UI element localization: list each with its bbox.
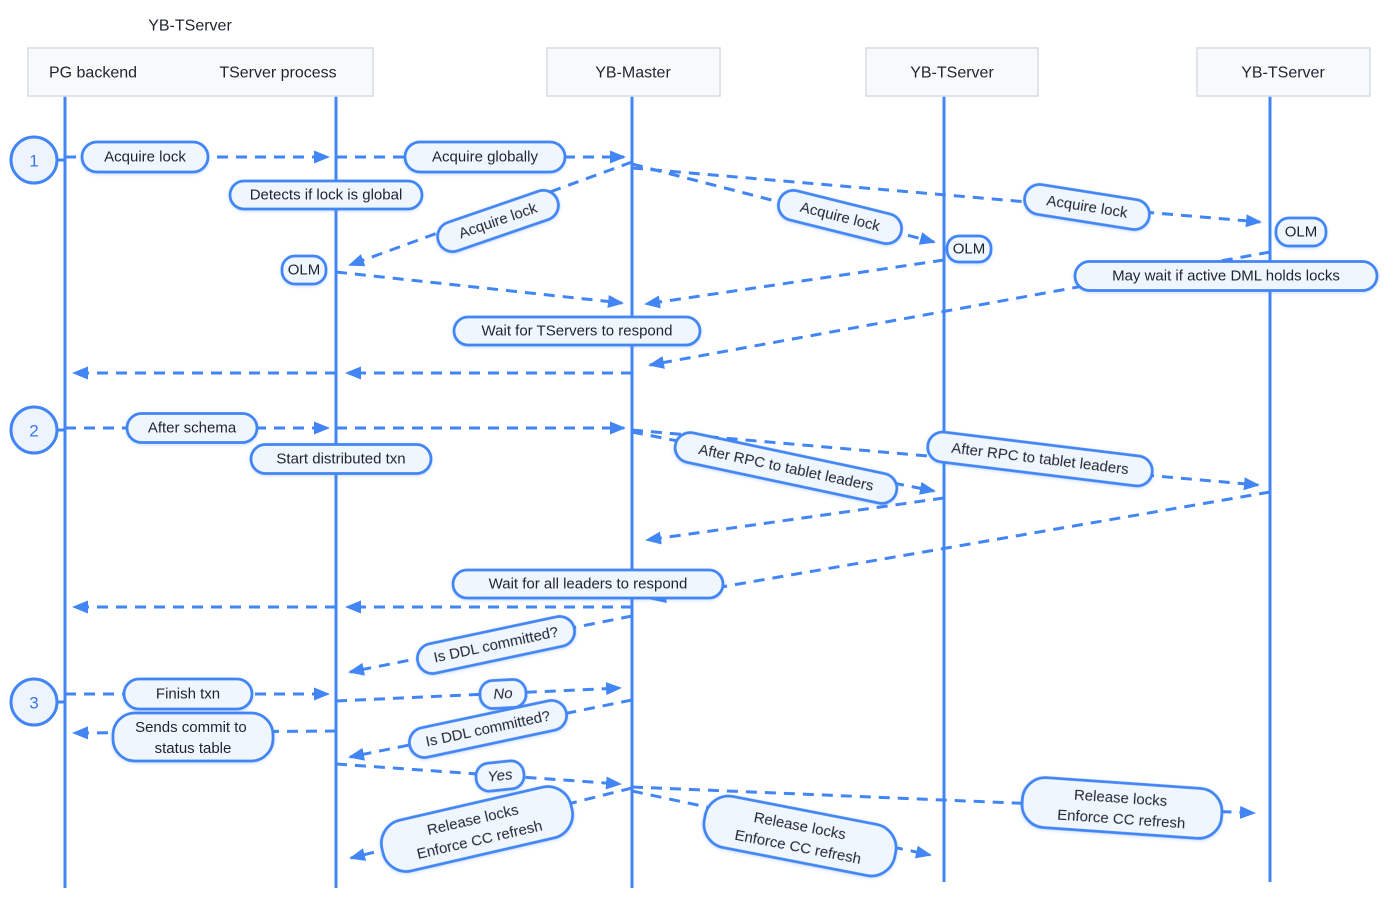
bubble-sends-commit-status-table: Sends commit to status table [111,711,275,763]
bubble-acquire-lock-to-tsproc-olm: Acquire lock [436,188,560,254]
bubble-acquire-lock-to-tserver2: Acquire lock [1023,183,1151,231]
bubble-release-locks-tserver1: Release locks Enforce CC refresh [702,794,898,878]
bubble-may-wait-active-dml: May wait if active DML holds locks [1073,260,1379,292]
svg-text:OLM: OLM [953,241,986,258]
actor-label-yb-tserver-1: YB-TServer [910,65,994,82]
svg-text:3: 3 [29,694,38,713]
svg-text:Acquire lock: Acquire lock [104,149,186,166]
svg-text:OLM: OLM [288,262,321,279]
bubble-release-locks-tsproc: Release locks Enforce CC refresh [380,785,574,873]
svg-text:1: 1 [29,152,38,171]
bubble-olm-tsproc: OLM [280,254,328,286]
actor-label-yb-tserver-2: YB-TServer [1241,65,1325,82]
bubble-after-rpc-tserver2: After RPC to tablet leaders [926,430,1154,488]
svg-text:No: No [493,685,513,703]
actor-box-yb-tserver-2: YB-TServer [1196,47,1371,97]
bubble-release-locks-tserver2: Release locks Enforce CC refresh [1020,776,1224,840]
bubble-acquire-globally: Acquire globally [403,140,567,174]
bubble-finish-txn: Finish txn [122,677,254,711]
bubble-after-schema: After schema [125,412,259,444]
bubble-wait-for-all-leaders: Wait for all leaders to respond [451,568,725,600]
bubble-olm-tserver2: OLM [1274,216,1328,248]
svg-text:Detects if lock is global: Detects if lock is global [250,187,403,204]
svg-text:Sends commit to status t: Sends commit to status table [135,719,251,757]
bubble-after-rpc-tserver1: After RPC to tablet leaders [673,431,899,505]
step-circle-1: 1 [9,135,65,185]
step-circle-3: 3 [9,677,65,727]
bubble-start-distributed-txn: Start distributed txn [249,443,433,475]
actor-label-tserver-process: TServer process [219,65,336,82]
bubble-olm-tserver1: OLM [945,234,993,264]
bubble-wait-for-tservers: Wait for TServers to respond [452,315,702,347]
svg-text:Start distributed txn: Start distributed txn [276,451,405,468]
svg-text:Wait for TServers to respond: Wait for TServers to respond [482,323,673,340]
bubble-acquire-lock-pg: Acquire lock [80,140,210,174]
arrow-tsproc-olm-response-to-master [335,270,624,308]
svg-text:Yes: Yes [487,766,514,786]
bubble-is-ddl-committed-1: Is DDL committed? [416,615,576,675]
group-label-yb-tserver: YB-TServer [148,18,232,35]
bubble-detects-if-lock-global: Detects if lock is global [228,179,424,211]
svg-text:May wait if active DML holds l: May wait if active DML holds locks [1112,268,1340,285]
step-circle-2: 2 [9,405,65,455]
actor-label-pg-backend: PG backend [49,65,137,82]
arrow-tserver1-response-to-master-2 [645,496,945,545]
arrow-master-to-tsproc-release-locks [349,786,633,861]
actor-box-yb-master: YB-Master [546,47,721,97]
svg-text:2: 2 [29,422,38,441]
actor-box-yb-tserver-1: YB-TServer [865,47,1039,97]
bubble-yes: Yes [474,759,526,793]
actor-box-pg-and-tsproc: PG backend TServer process [27,47,374,97]
arrow-master-to-tserver2-acquire-lock [631,166,1262,228]
svg-text:Acquire globally: Acquire globally [432,149,538,166]
lifelines [63,96,1272,888]
arrow-master-to-tsproc-olm-acquire-lock [348,160,633,267]
svg-text:Finish txn: Finish txn [156,686,220,703]
svg-text:Wait for all leaders to respon: Wait for all leaders to respond [489,576,688,593]
arrow-tserver1-olm-response-to-master [644,258,945,309]
svg-text:OLM: OLM [1285,224,1318,241]
arrow-tserver2-response-to-master-2 [650,490,1271,604]
actor-label-yb-master: YB-Master [595,65,671,82]
svg-text:After schema: After schema [148,420,237,437]
arrow-tsproc-to-master-no [335,682,622,703]
bubble-acquire-lock-to-tserver1: Acquire lock [777,189,903,245]
bubble-no: No [478,678,528,710]
